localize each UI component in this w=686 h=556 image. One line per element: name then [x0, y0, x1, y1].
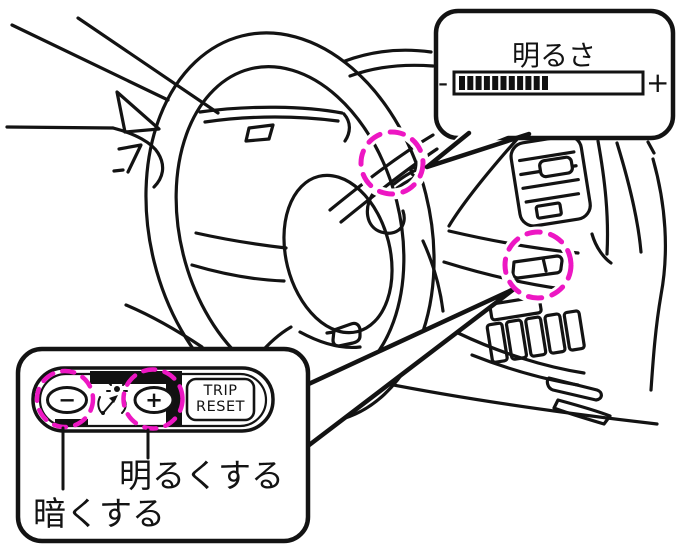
scene-highlight-circles [358, 129, 574, 301]
lower-trim-1 [545, 376, 603, 402]
minus-button-highlight-circle [34, 368, 96, 430]
dimmer-plus-button: + [133, 386, 175, 414]
vent-lower-tab [534, 201, 563, 220]
door-sill-line [5, 125, 115, 130]
gauge-segment [492, 76, 499, 90]
dash-right-edges [596, 139, 656, 256]
center-stack-left-edge [447, 135, 521, 228]
dimmer-switch-on-dash [511, 254, 564, 280]
right-small-curve [590, 232, 613, 265]
center-stack-lower-left [421, 239, 445, 313]
steering-wheel-spokes [190, 231, 293, 358]
gauge-segment [533, 76, 540, 90]
bubble-tail-lines [424, 130, 532, 170]
gauge-segment [475, 76, 482, 90]
dimmer-minus-button: − [46, 386, 88, 414]
stalk-highlight-circle [358, 129, 426, 197]
side-air-vent [509, 134, 592, 228]
brightness-gauge-frame [452, 70, 645, 96]
cluster-window [244, 123, 275, 143]
steering-wheel-hub [282, 173, 394, 335]
column-shroud [298, 330, 362, 350]
brighten-label: 明るくする [119, 456, 284, 495]
gauge-max-label: + [646, 66, 669, 99]
dash-left-edge [111, 126, 165, 189]
gauge-segment [459, 76, 465, 90]
ignition-key-slot [325, 321, 362, 348]
gauge-segment [483, 76, 490, 90]
dash-left-vent-mark [112, 143, 143, 174]
pod-recess-shadow [55, 419, 88, 425]
darken-label: 暗くする [33, 494, 165, 533]
seat-edge [124, 303, 204, 349]
gauge-segment [517, 76, 524, 90]
lower-trim-2 [552, 398, 612, 426]
stalk-knob-loop [365, 190, 406, 235]
panel-callout-box: − + TRIP RESET [15, 346, 311, 544]
panel-callout-pointer [297, 286, 517, 455]
gauge-segment [525, 76, 532, 90]
brightness-title: 明るさ [512, 39, 596, 72]
mirror-triangle [115, 90, 161, 134]
dash-right-outer-curve [649, 157, 667, 392]
trip-reset-button: TRIP RESET [185, 377, 256, 422]
a-pillar-line [10, 23, 170, 102]
vent-vane-handle [538, 155, 574, 179]
blank-switch-bank [485, 295, 586, 364]
a-pillar-line-2 [76, 16, 220, 115]
plus-button-highlight-circle [121, 367, 185, 431]
gauge-segment [542, 76, 548, 90]
trip-reset-line1: TRIP [203, 383, 238, 399]
gauge-segment [467, 76, 474, 90]
minus-button-glyph: − [58, 388, 76, 412]
dimmer-switch-pod: − + TRIP RESET [31, 366, 275, 433]
gauge-segment [508, 76, 515, 90]
trip-reset-line2: RESET [196, 399, 245, 415]
gauge-segment [500, 76, 507, 90]
cluster-visor-right [342, 112, 351, 143]
dash-switch-highlight-circle [502, 229, 574, 301]
gauge-min-label: - [438, 66, 448, 99]
brightness-callout-bubble: 明るさ - + [424, 8, 676, 170]
plus-button-glyph: + [145, 388, 163, 412]
cluster-visor-lines [198, 105, 344, 124]
brightness-gauge-segments [459, 76, 548, 90]
